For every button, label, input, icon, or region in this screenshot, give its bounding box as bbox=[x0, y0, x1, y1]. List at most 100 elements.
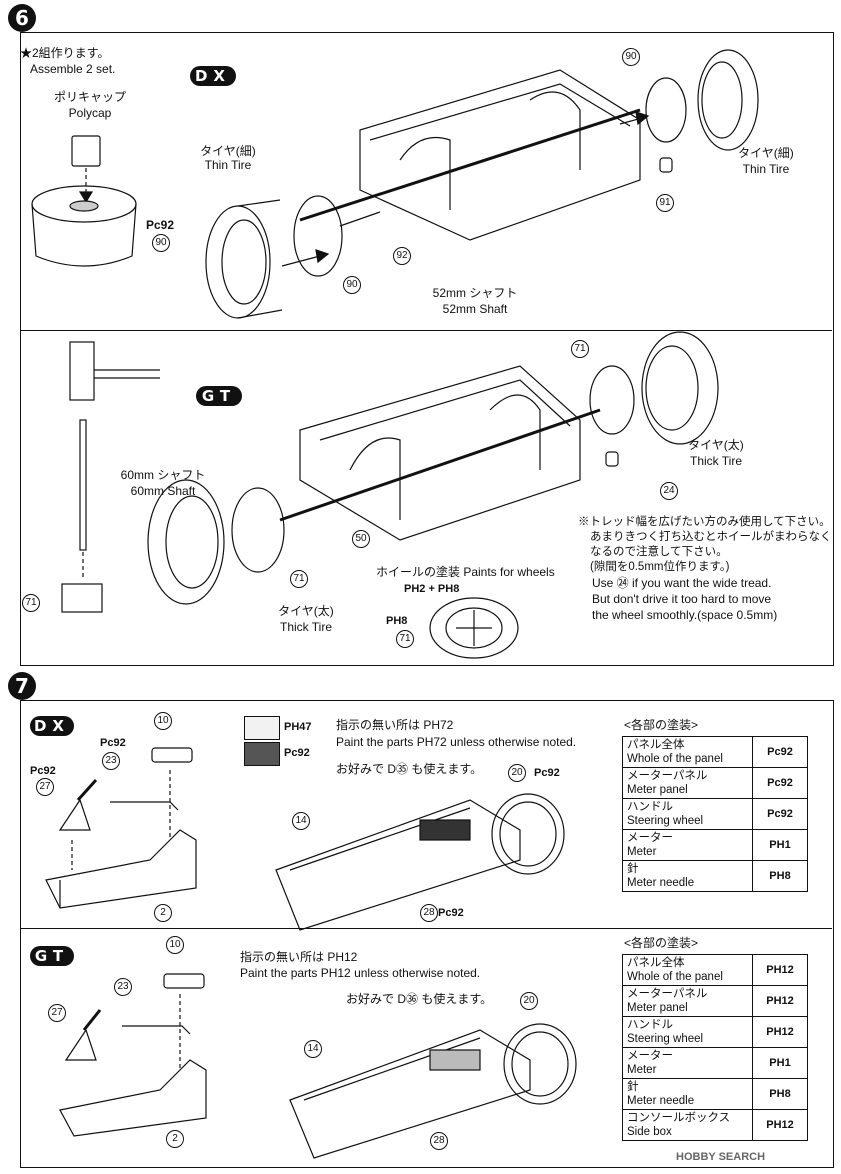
row-code: Pc92 bbox=[752, 736, 808, 768]
row-code: PH12 bbox=[752, 985, 808, 1017]
step-6-badge: 6 bbox=[8, 4, 36, 32]
gt-part-2: 2 bbox=[166, 1130, 184, 1148]
row-jp: メーターパネル bbox=[627, 988, 708, 1000]
pc92-label-dx: Pc92 bbox=[146, 218, 175, 232]
table-row: パネル全体 Whole of the panel Pc92 bbox=[622, 736, 808, 768]
dx-pc92-label-a: Pc92 bbox=[100, 737, 126, 749]
gt-part-14: 14 bbox=[304, 1040, 322, 1058]
shaft-60-en: 60mm Shaft bbox=[130, 484, 196, 498]
gt-instruction-jp: 指示の無い所は PH12 bbox=[240, 950, 358, 964]
gt-part-28: 28 bbox=[430, 1132, 448, 1150]
dx-pc92-label-b: Pc92 bbox=[30, 765, 56, 777]
shaft-52-en: 52mm Shaft bbox=[442, 302, 508, 316]
part-91: 91 bbox=[656, 194, 674, 212]
row-jp: 針 bbox=[627, 1081, 639, 1093]
thin-tire-right-jp: タイヤ(細) bbox=[738, 146, 794, 160]
row-en: Steering wheel bbox=[627, 1033, 704, 1045]
row-jp: メーターパネル bbox=[627, 770, 708, 782]
dx-table-title: <各部の塗装> bbox=[624, 718, 699, 732]
gt-instruction-en: Paint the parts PH12 unless otherwise no… bbox=[240, 966, 481, 980]
dx-badge-step6: DX bbox=[190, 66, 236, 86]
polycap-label-en: Polycap bbox=[68, 106, 112, 120]
dx-instruction-en: Paint the parts PH72 unless otherwise no… bbox=[336, 735, 577, 749]
tread-note-en1: Use ㉔ if you want the wide tread. bbox=[592, 576, 772, 590]
tread-note-jp2: あまりきつく打ち込むとホイールがまわらなく bbox=[590, 531, 832, 543]
row-code: Pc92 bbox=[752, 798, 808, 830]
swatch-ph47-code: PH47 bbox=[284, 721, 312, 733]
dx-badge-step7: DX bbox=[30, 716, 74, 736]
row-code: PH8 bbox=[752, 860, 808, 892]
part-71-d: 71 bbox=[396, 630, 414, 648]
row-code: PH12 bbox=[752, 1016, 808, 1048]
step-7-badge: 7 bbox=[8, 672, 36, 700]
shaft-60-jp: 60mm シャフト bbox=[120, 468, 206, 482]
shaft-52-jp: 52mm シャフト bbox=[432, 286, 518, 300]
tread-note-en2: But don't drive it too hard to move bbox=[592, 592, 772, 606]
row-code: PH1 bbox=[752, 829, 808, 861]
part-71-c: 71 bbox=[22, 594, 40, 612]
row-code: PH12 bbox=[752, 954, 808, 986]
thick-tire-right-en: Thick Tire bbox=[689, 454, 742, 468]
gt-table-title: <各部の塗装> bbox=[624, 936, 699, 950]
tread-note-jp4: (隙間を0.5mm位作ります。) bbox=[590, 561, 730, 573]
gt-badge-step6: GT bbox=[196, 386, 242, 406]
gt-part-27: 27 bbox=[48, 1004, 66, 1022]
row-en: Whole of the panel bbox=[627, 753, 723, 765]
step-6-frame bbox=[20, 32, 834, 666]
part-50: 50 bbox=[352, 530, 370, 548]
dx-part-2: 2 bbox=[154, 904, 172, 922]
dx-instruction-jp: 指示の無い所は PH72 bbox=[336, 718, 454, 732]
row-en: Meter panel bbox=[627, 784, 688, 796]
watermark-logo: HOBBY SEARCH bbox=[676, 1151, 766, 1163]
row-en: Side box bbox=[627, 1126, 672, 1138]
table-row: 針 Meter needle PH8 bbox=[622, 860, 808, 892]
thick-tire-right-jp: タイヤ(太) bbox=[688, 438, 744, 452]
wheel-paint-title: ホイールの塗装 Paints for wheels bbox=[376, 565, 555, 579]
row-jp: パネル全体 bbox=[627, 739, 685, 751]
part-90-b: 90 bbox=[152, 234, 170, 252]
tread-note-en3: the wheel smoothly.(space 0.5mm) bbox=[592, 608, 778, 622]
row-en: Steering wheel bbox=[627, 815, 704, 827]
gt-badge-step7: GT bbox=[30, 946, 74, 966]
row-jp: コンソールボックス bbox=[627, 1112, 731, 1124]
row-en: Meter bbox=[627, 846, 657, 858]
row-en: Meter needle bbox=[627, 877, 695, 889]
wheel-paint-code2: PH8 bbox=[386, 615, 408, 627]
swatch-ph47 bbox=[244, 716, 280, 740]
part-90-a: 90 bbox=[622, 48, 640, 66]
swatch-pc92 bbox=[244, 742, 280, 766]
row-jp: 針 bbox=[627, 863, 639, 875]
row-code: Pc92 bbox=[752, 767, 808, 799]
dx-pc92-label-c: Pc92 bbox=[534, 767, 560, 779]
step6-divider bbox=[20, 330, 832, 331]
tread-note-jp1: ※トレッド幅を広げたい方のみ使用して下さい。 bbox=[578, 516, 831, 528]
assemble-note-jp: ★2組作ります。 bbox=[20, 46, 110, 60]
gt-part-23: 23 bbox=[114, 978, 132, 996]
row-code: PH1 bbox=[752, 1047, 808, 1079]
step-7-frame bbox=[20, 700, 834, 1168]
part-71-a: 71 bbox=[571, 340, 589, 358]
row-code: PH8 bbox=[752, 1078, 808, 1110]
gt-part-10: 10 bbox=[166, 936, 184, 954]
table-row: メーター Meter PH1 bbox=[622, 829, 808, 861]
tread-note-jp3: なるので注意して下さい。 bbox=[590, 546, 728, 558]
dx-part-20: 20 bbox=[508, 764, 526, 782]
gt-part-20: 20 bbox=[520, 992, 538, 1010]
assemble-note-en: Assemble 2 set. bbox=[30, 62, 116, 76]
part-24: 24 bbox=[660, 482, 678, 500]
swatch-pc92-code: Pc92 bbox=[284, 747, 310, 759]
row-jp: メーター bbox=[627, 832, 673, 844]
part-71-b: 71 bbox=[290, 570, 308, 588]
thin-tire-left-en: Thin Tire bbox=[204, 158, 252, 172]
row-jp: パネル全体 bbox=[627, 957, 685, 969]
thick-tire-left-jp: タイヤ(太) bbox=[278, 604, 334, 618]
row-en: Meter needle bbox=[627, 1095, 695, 1107]
dx-optional-jp: お好みで D㉟ も使えます。 bbox=[336, 762, 483, 776]
row-en: Meter bbox=[627, 1064, 657, 1076]
